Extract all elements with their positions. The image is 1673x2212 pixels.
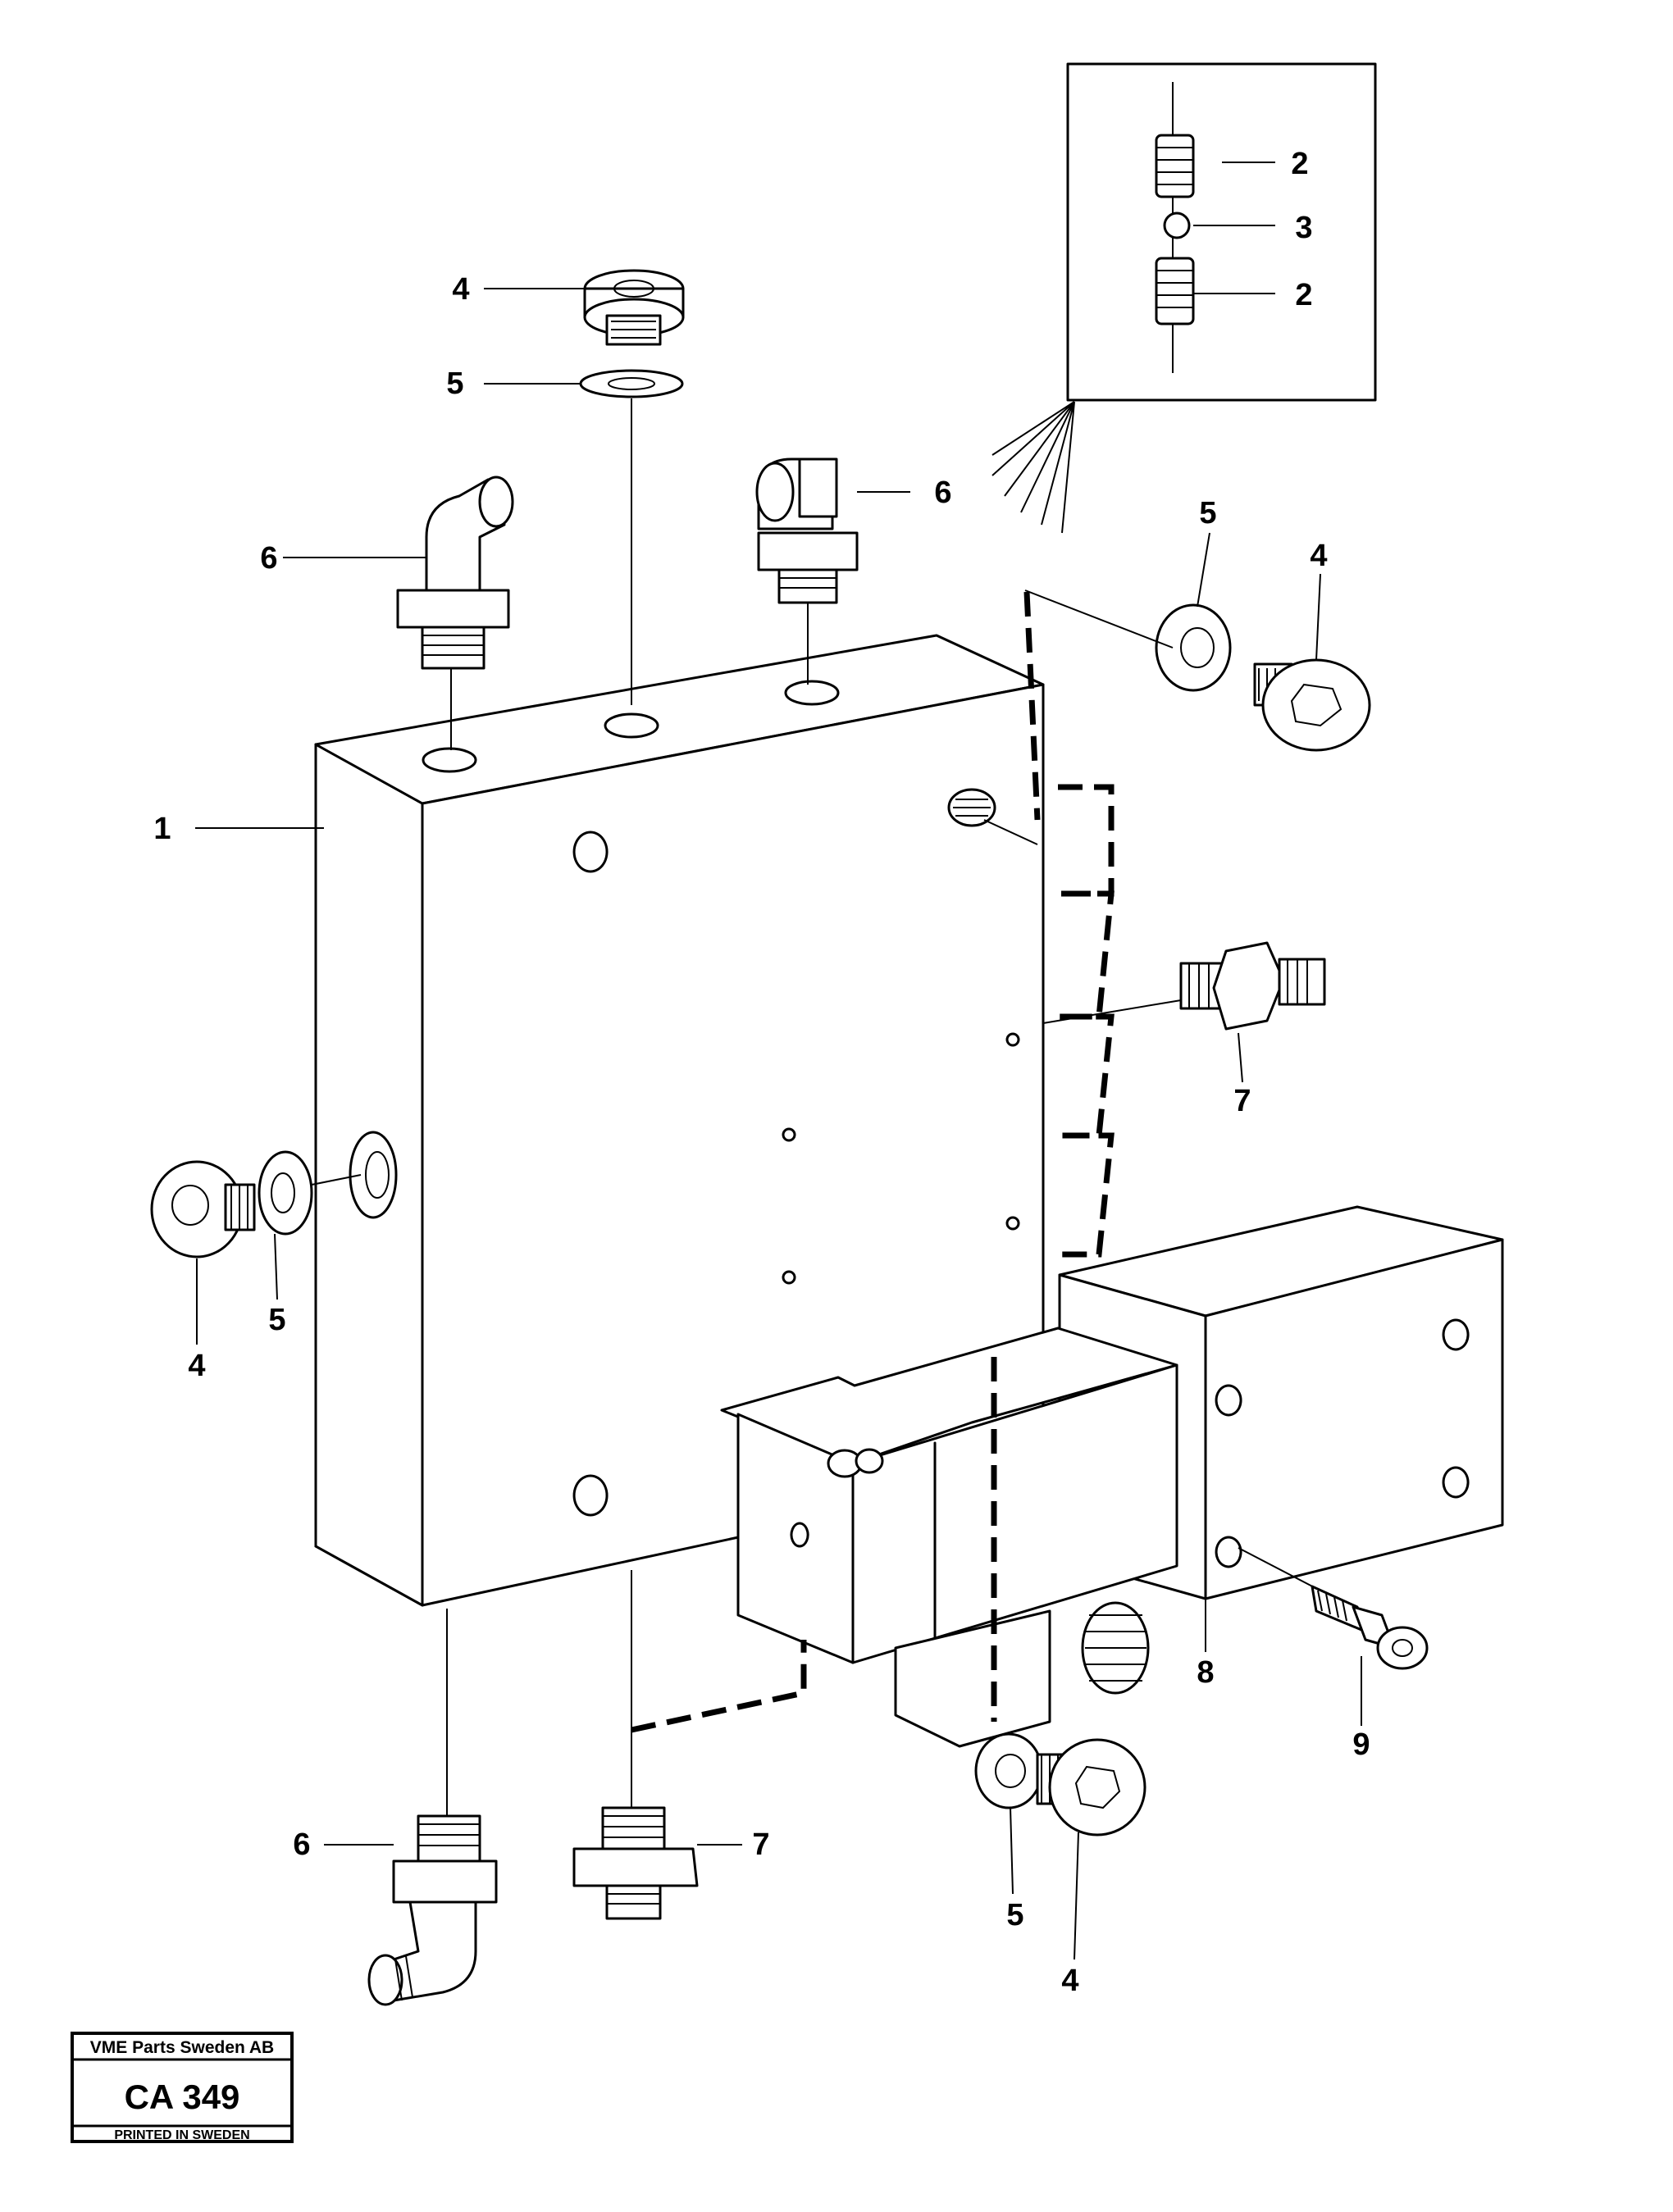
- callout-5-top: 5: [446, 366, 463, 401]
- callout-6-bottom: 6: [293, 1827, 310, 1862]
- plug-right: [1253, 658, 1371, 752]
- plug-bottom: [1036, 1738, 1146, 1837]
- callout-3: 3: [1295, 211, 1312, 245]
- callout-7-bottom: 7: [752, 1827, 769, 1862]
- callout-6-top-right: 6: [934, 476, 951, 510]
- callout-2b: 2: [1295, 278, 1312, 312]
- callout-9: 9: [1352, 1727, 1370, 1762]
- callout-labels: 1 2 3 2 4 5 6 6 5 4 7 5 4 6 7 5 4 8 9: [153, 147, 1370, 1998]
- callout-5-bottom: 5: [1006, 1898, 1023, 1932]
- check-valve-inset: [991, 62, 1377, 534]
- washer-top: [579, 369, 684, 398]
- callout-7-right: 7: [1233, 1084, 1251, 1118]
- stamp-code: CA 349: [125, 2078, 240, 2116]
- leader-lines: [195, 162, 1362, 1960]
- callout-5-right: 5: [1199, 496, 1216, 530]
- fitting-right: [1179, 941, 1326, 1031]
- elbow-top-right: [755, 457, 859, 604]
- stamp-company: VME Parts Sweden AB: [90, 2038, 274, 2057]
- callout-1: 1: [153, 812, 171, 846]
- washer-bottom: [974, 1732, 1043, 1809]
- catalog-stamp: VME Parts Sweden AB CA 349 PRINTED IN SW…: [71, 2032, 294, 2143]
- washer-left: [258, 1150, 313, 1236]
- stamp-printed: PRINTED IN SWEDEN: [114, 2128, 249, 2142]
- plug-left: [150, 1160, 256, 1258]
- solenoid-valve: [720, 1205, 1504, 1748]
- callout-8: 8: [1197, 1655, 1214, 1690]
- plug-top: [583, 269, 685, 346]
- screw: [1311, 1585, 1429, 1670]
- callout-4-bottom: 4: [1061, 1964, 1078, 1998]
- callout-4-top: 4: [452, 272, 469, 307]
- callout-4-right: 4: [1310, 539, 1327, 573]
- callout-5-left: 5: [268, 1303, 285, 1337]
- callout-4-left: 4: [188, 1349, 205, 1383]
- callout-2a: 2: [1291, 147, 1308, 181]
- elbow-bottom: [367, 1814, 498, 2006]
- elbow-top-left: [396, 476, 514, 670]
- callout-6-top-left: 6: [260, 541, 277, 576]
- washer-right: [1155, 603, 1232, 692]
- fitting-bottom: [572, 1806, 699, 1920]
